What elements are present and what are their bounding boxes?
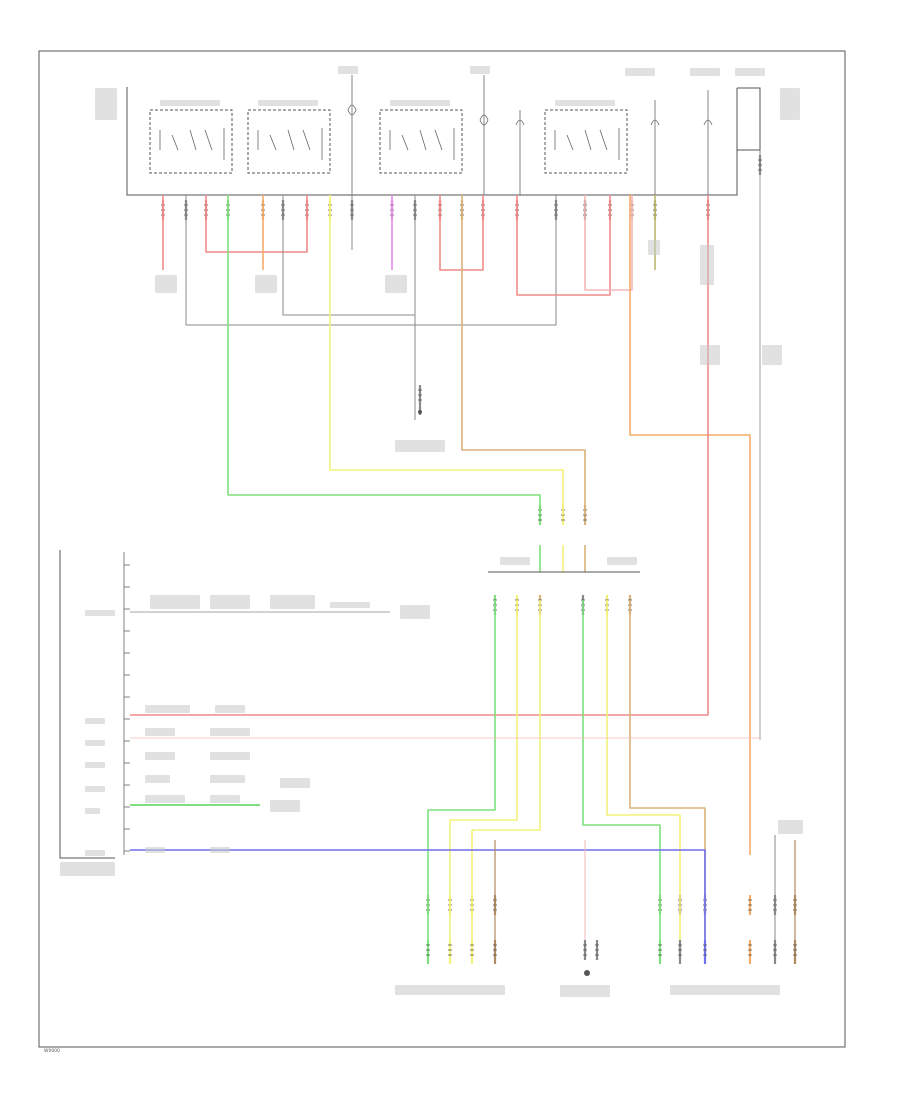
illegible-label <box>160 100 220 106</box>
illegible-label <box>555 100 615 106</box>
wire <box>449 600 518 940</box>
illegible-label <box>215 705 245 713</box>
label-marks <box>60 66 803 997</box>
figure-id: W0000 <box>44 1048 60 1054</box>
illegible-label <box>85 740 105 746</box>
illegible-label <box>85 718 105 724</box>
illegible-label <box>690 68 720 76</box>
relay-2 <box>247 109 331 174</box>
illegible-label <box>625 68 655 76</box>
wire <box>227 195 541 515</box>
wire <box>582 600 661 940</box>
wire <box>130 849 706 940</box>
illegible-label <box>85 850 105 856</box>
wire <box>606 600 681 940</box>
illegible-label <box>735 68 765 76</box>
wire <box>205 195 308 253</box>
illegible-label <box>210 752 250 760</box>
wire <box>461 195 586 515</box>
fuse-icon <box>347 75 713 195</box>
illegible-label <box>385 275 407 293</box>
illegible-label <box>85 808 100 814</box>
relay-1 <box>149 109 233 174</box>
illegible-label <box>145 847 165 853</box>
wires <box>130 175 796 940</box>
illegible-label <box>700 345 720 365</box>
illegible-label <box>210 795 240 803</box>
relay-switch-icon <box>159 128 620 160</box>
illegible-label <box>210 728 250 736</box>
illegible-label <box>85 786 105 792</box>
relay-3 <box>379 109 463 174</box>
illegible-label <box>145 775 170 783</box>
illegible-label <box>60 862 115 876</box>
illegible-label <box>210 595 250 609</box>
illegible-label <box>258 100 318 106</box>
illegible-label <box>607 557 637 565</box>
illegible-label <box>400 605 430 619</box>
wire <box>282 195 416 330</box>
wire <box>427 600 496 940</box>
ground-symbol-icon <box>418 410 590 976</box>
illegible-label <box>330 602 370 608</box>
illegible-label <box>270 595 315 609</box>
powertrain-module <box>59 550 130 859</box>
wire <box>629 600 706 940</box>
diagram-frame <box>38 50 846 1048</box>
illegible-label <box>145 705 190 713</box>
illegible-label <box>95 88 117 120</box>
illegible-label <box>255 275 277 293</box>
wire <box>130 195 709 716</box>
illegible-label <box>780 88 800 120</box>
wire <box>185 195 557 326</box>
relay-4 <box>544 109 628 174</box>
illegible-label <box>470 66 490 74</box>
illegible-label <box>560 985 610 997</box>
wire <box>329 195 564 515</box>
illegible-label <box>145 752 175 760</box>
illegible-label <box>210 775 245 783</box>
wire <box>516 195 611 296</box>
wire <box>629 195 751 855</box>
fuse-relay-box <box>126 75 761 196</box>
illegible-label <box>150 595 200 609</box>
illegible-label <box>648 240 660 255</box>
illegible-label <box>145 795 185 803</box>
illegible-label <box>700 245 714 285</box>
illegible-label <box>395 985 505 995</box>
illegible-label <box>390 100 450 106</box>
wire <box>471 600 541 940</box>
illegible-label <box>210 847 230 853</box>
illegible-label <box>85 762 105 768</box>
illegible-label <box>280 778 310 788</box>
illegible-label <box>155 275 177 293</box>
illegible-label <box>670 985 780 995</box>
illegible-label <box>395 440 445 452</box>
illegible-label <box>338 66 358 74</box>
illegible-label <box>778 820 803 834</box>
illegible-label <box>85 610 115 616</box>
illegible-label <box>270 800 300 812</box>
illegible-label <box>145 728 175 736</box>
illegible-label <box>500 557 530 565</box>
wire <box>584 195 633 291</box>
illegible-label <box>762 345 782 365</box>
